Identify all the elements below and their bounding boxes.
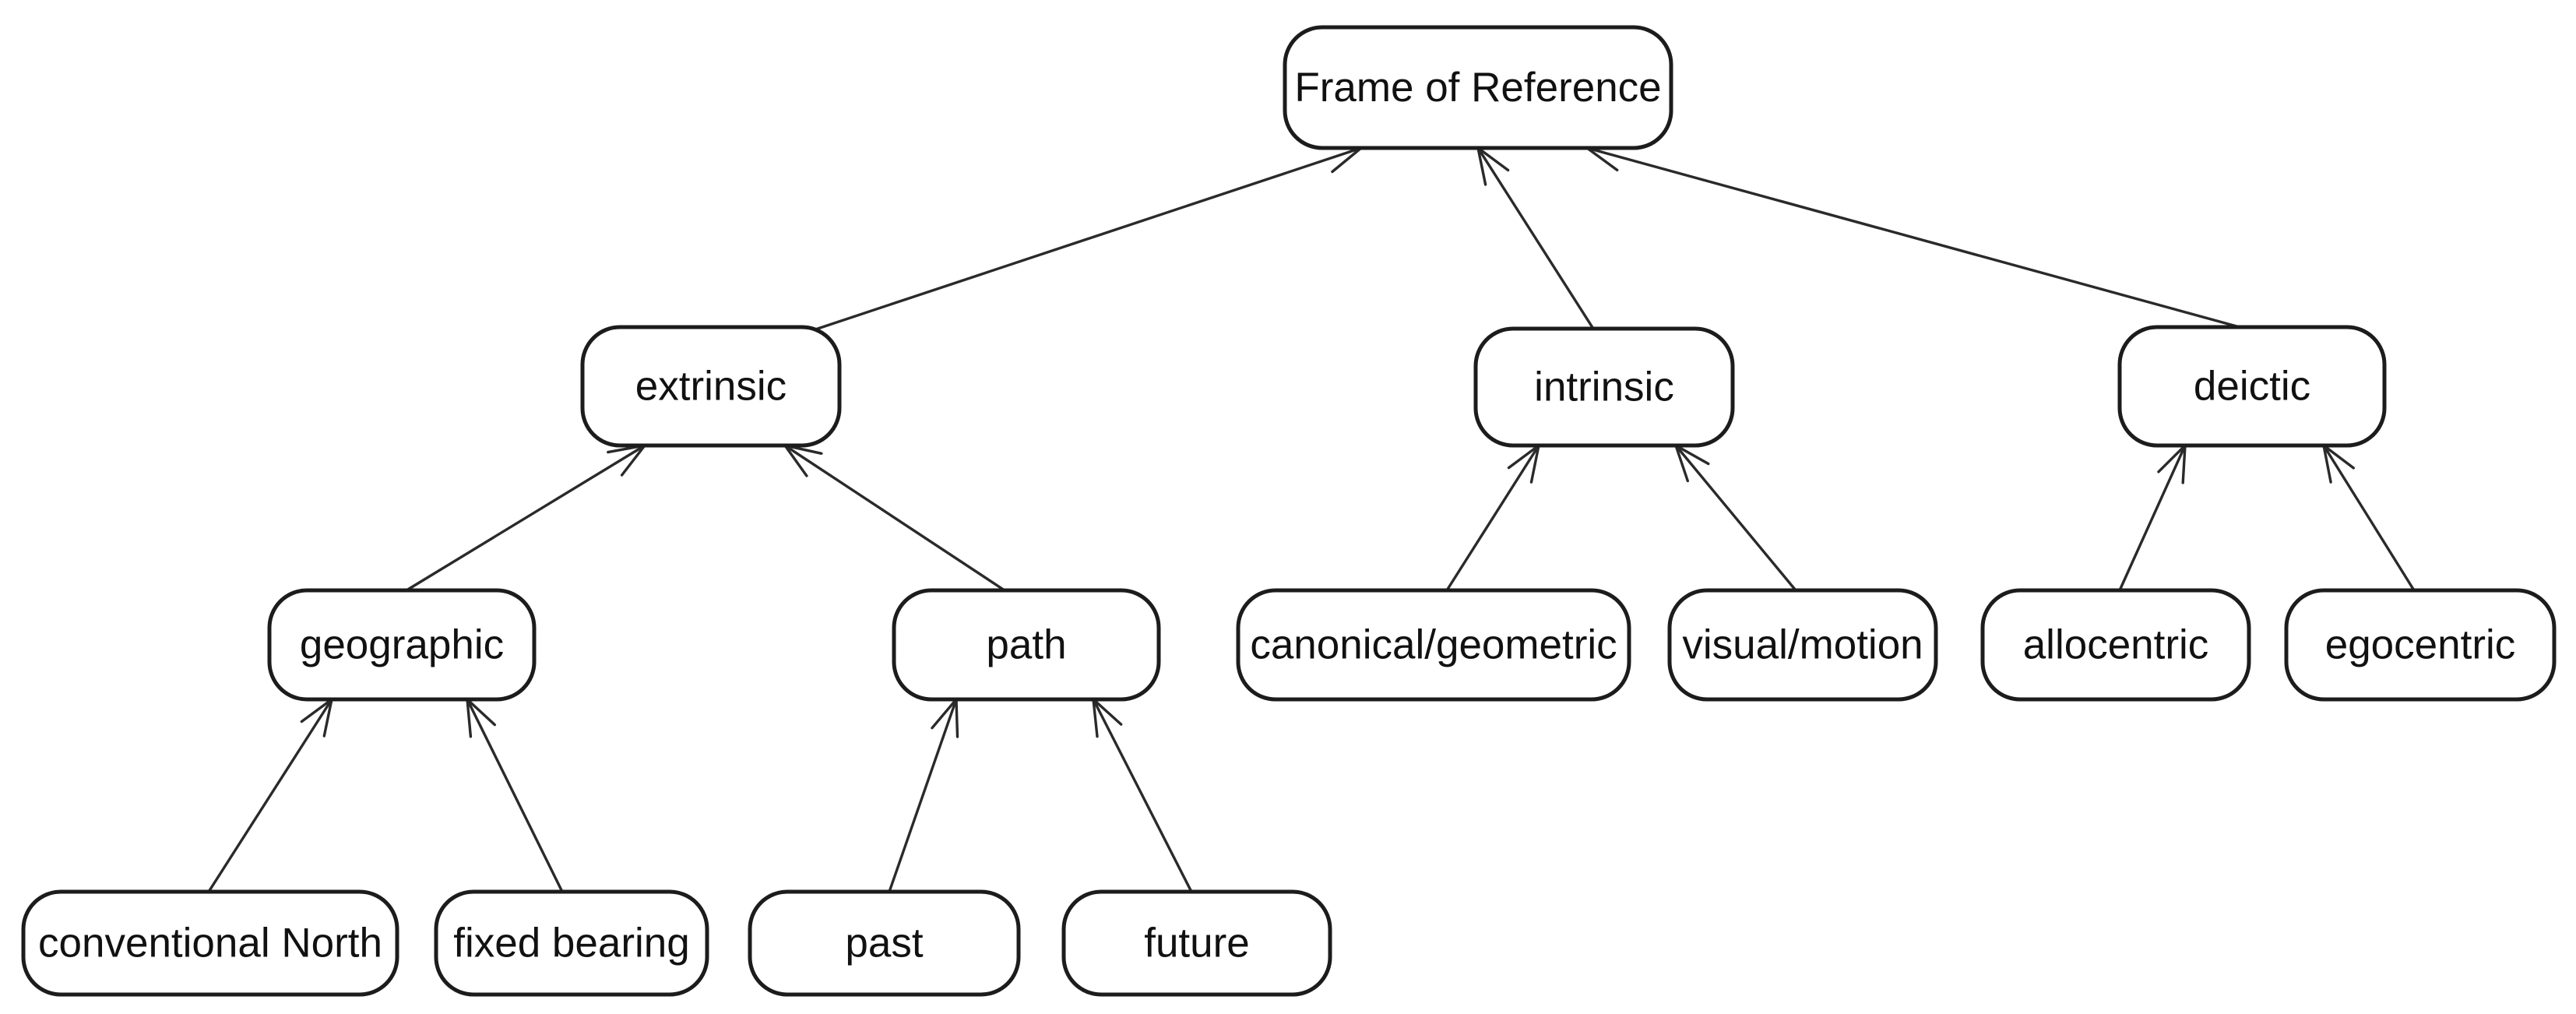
node-visual-motion: visual/motion	[1667, 588, 1938, 702]
node-deictic: deictic	[2117, 325, 2387, 448]
arrowhead-icon	[465, 695, 496, 738]
node-conventional-north: conventional North	[21, 889, 399, 997]
edge-canonical-geometric-to-intrinsic	[1445, 442, 1541, 591]
node-future: future	[1061, 889, 1332, 997]
edge-fixed-bearing-to-geographic	[465, 695, 564, 893]
node-box	[580, 325, 842, 448]
edge-future-to-path	[1091, 695, 1193, 893]
node-label: past	[845, 921, 923, 966]
edge-extrinsic-to-frame-of-reference	[803, 145, 1365, 335]
edge-intrinsic-to-frame-of-reference	[1476, 145, 1595, 329]
edge-line	[803, 146, 1362, 335]
node-box	[1980, 588, 2251, 702]
edge-line	[2118, 445, 2187, 591]
node-geographic: geographic	[267, 588, 537, 702]
edge-line	[406, 444, 646, 592]
edge-line	[784, 444, 1005, 592]
edge-line	[466, 699, 564, 893]
edge-line	[1092, 699, 1193, 893]
edge-deictic-to-frame-of-reference	[1583, 143, 2240, 329]
node-box	[1283, 25, 1673, 150]
node-box	[1236, 588, 1631, 702]
node-label: canonical/geometric	[1250, 622, 1617, 668]
edge-visual-motion-to-intrinsic	[1673, 442, 1797, 592]
node-fixed-bearing: fixed bearing	[434, 889, 709, 997]
edge-line	[2322, 445, 2416, 591]
edge-line	[1476, 147, 1595, 329]
edge-path-to-extrinsic	[782, 443, 1005, 592]
node-past: past	[748, 889, 1021, 997]
node-label: visual/motion	[1682, 622, 1923, 668]
node-label: egocentric	[2325, 622, 2516, 668]
node-label: Frame of Reference	[1294, 65, 1661, 111]
node-egocentric: egocentric	[2284, 588, 2557, 702]
node-label: intrinsic	[1534, 364, 1674, 410]
edge-line	[1674, 444, 1797, 592]
edge-line	[1445, 445, 1540, 591]
edge-conventional-north-to-geographic	[207, 695, 334, 893]
node-box	[1667, 588, 1938, 702]
node-box	[434, 889, 709, 997]
edge-geographic-to-extrinsic	[406, 443, 649, 592]
node-label: fixed bearing	[453, 921, 689, 966]
edge-line	[888, 699, 958, 893]
node-box	[892, 588, 1161, 702]
node-label: deictic	[2194, 364, 2310, 410]
node-box	[2117, 325, 2387, 448]
node-label: conventional North	[38, 921, 382, 966]
node-box	[267, 588, 537, 702]
node-label: future	[1144, 921, 1250, 966]
node-label: extrinsic	[635, 364, 787, 410]
node-box	[21, 889, 399, 997]
node-label: allocentric	[2023, 622, 2209, 668]
edge-past-to-path	[888, 695, 959, 893]
node-frame-of-reference: Frame of Reference	[1283, 25, 1673, 150]
node-path: path	[892, 588, 1161, 702]
edge-allocentric-to-deictic	[2118, 442, 2187, 591]
node-intrinsic: intrinsic	[1473, 326, 1735, 448]
node-canonical-geometric: canonical/geometric	[1236, 588, 1631, 702]
node-extrinsic: extrinsic	[580, 325, 842, 448]
edge-line	[207, 699, 333, 893]
node-box	[748, 889, 1021, 997]
node-box	[1061, 889, 1332, 997]
node-label: geographic	[300, 622, 504, 668]
edge-egocentric-to-deictic	[2321, 442, 2416, 591]
node-box	[1473, 326, 1735, 448]
edge-line	[1586, 146, 2240, 329]
node-box	[2284, 588, 2557, 702]
node-allocentric: allocentric	[1980, 588, 2251, 702]
node-label: path	[986, 622, 1066, 668]
